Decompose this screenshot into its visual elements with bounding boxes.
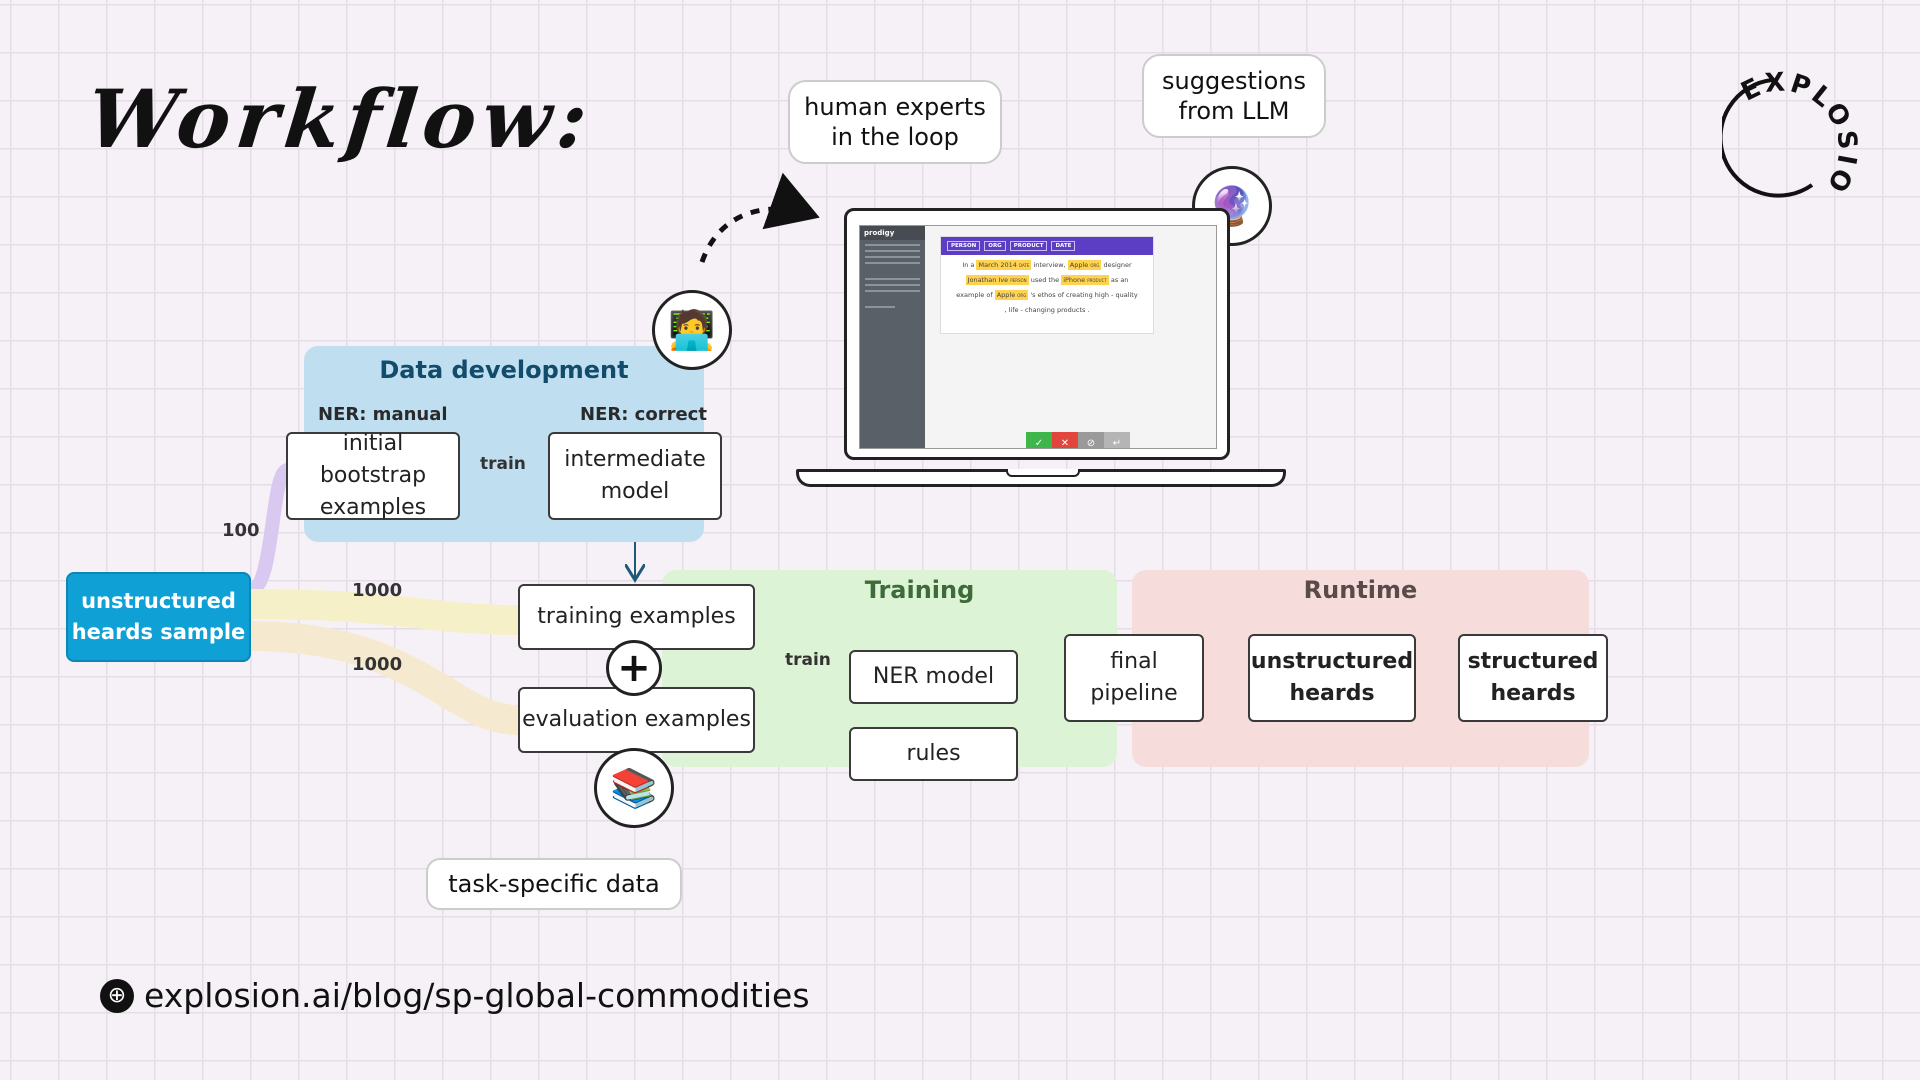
prodigy-sidebar: prodigy (860, 226, 925, 448)
ribbon-eval (249, 621, 519, 735)
final-pipeline-box[interactable]: final pipeline (1064, 634, 1204, 722)
books-icon: 📚 (594, 748, 674, 828)
reject-button[interactable]: ✕ (1052, 432, 1078, 448)
train-label-data: train (480, 454, 526, 474)
label-bar: PERSON ORG PRODUCT DATE (941, 237, 1153, 255)
laptop-notch (1006, 469, 1080, 477)
prodigy-annotation-card: PERSON ORG PRODUCT DATE In a March 2014 … (940, 236, 1154, 334)
globe-icon: ⊕ (100, 978, 134, 1013)
ner-correct-label: NER: correct (580, 404, 707, 425)
accept-button[interactable]: ✓ (1026, 432, 1052, 448)
rules-box[interactable]: rules (849, 727, 1018, 781)
label-org[interactable]: ORG (984, 241, 1006, 251)
annotation-text: In a March 2014 DATE interview, Apple OR… (956, 260, 1138, 314)
llm-suggestions-bubble: suggestions from LLM (1142, 54, 1326, 138)
ner-manual-label: NER: manual (318, 404, 448, 425)
label-person[interactable]: PERSON (947, 241, 981, 251)
prodigy-app-name: prodigy (860, 226, 925, 240)
page-title: Workflow: (83, 72, 598, 166)
training-examples-box[interactable]: training examples (518, 584, 755, 650)
evaluation-examples-box[interactable]: evaluation examples (518, 687, 755, 753)
unstructured-heards-box[interactable]: unstructured heards (1248, 634, 1416, 722)
ribbon-train (249, 589, 519, 635)
plus-icon: + (606, 640, 662, 696)
explosion-logo: EXPLOSION (1722, 40, 1863, 199)
ribbon-100 (247, 463, 292, 597)
bootstrap-examples-box[interactable]: initial bootstrap examples (286, 431, 460, 520)
prodigy-action-buttons: ✓ ✕ ⊘ ↵ (1026, 432, 1130, 448)
human-experts-bubble: human experts in the loop (788, 80, 1002, 164)
ignore-button[interactable]: ⊘ (1078, 432, 1104, 448)
dashed-arrow (699, 172, 820, 263)
svg-text:EXPLOSION: EXPLOSION (1722, 40, 1863, 199)
label-date[interactable]: DATE (1051, 241, 1076, 251)
footer-url[interactable]: ⊕ explosion.ai/blog/sp-global-commoditie… (100, 976, 810, 1015)
intermediate-model-box[interactable]: intermediate model (548, 432, 722, 520)
runtime-title: Runtime (1303, 576, 1418, 604)
train-label-training: train (785, 650, 831, 670)
count-eval-1000: 1000 (352, 654, 403, 675)
label-product[interactable]: PRODUCT (1009, 241, 1048, 251)
data-development-title: Data development (379, 356, 629, 384)
laptop-screen: prodigy PERSON ORG PRODUCT DATE In a Mar… (844, 208, 1230, 460)
source-sample-box[interactable]: unstructured heards sample (66, 572, 251, 662)
prodigy-app[interactable]: prodigy PERSON ORG PRODUCT DATE In a Mar… (859, 225, 1217, 449)
count-100: 100 (222, 520, 260, 541)
training-title: Training (864, 576, 975, 604)
task-specific-data-bubble: task-specific data (426, 858, 682, 910)
count-train-1000: 1000 (352, 580, 403, 601)
ner-model-box[interactable]: NER model (849, 650, 1018, 704)
footer-url-text[interactable]: explosion.ai/blog/sp-global-commodities (144, 976, 810, 1015)
technologist-icon: 🧑‍💻 (652, 290, 732, 370)
undo-button[interactable]: ↵ (1104, 432, 1130, 448)
structured-heards-box[interactable]: structured heards (1458, 634, 1608, 722)
